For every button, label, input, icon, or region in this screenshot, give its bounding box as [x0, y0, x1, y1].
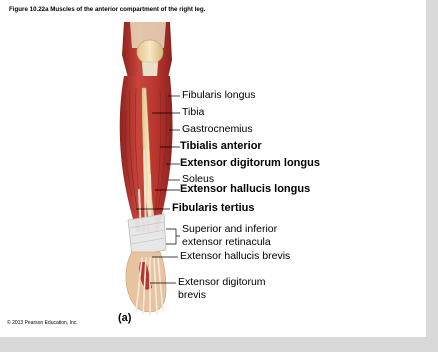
label-retinacula-line1: Superior and inferior	[182, 224, 277, 235]
label-gastrocnemius: Gastrocnemius	[182, 124, 253, 135]
label-tibialis-anterior: Tibialis anterior	[180, 141, 262, 152]
patella	[137, 40, 163, 64]
label-extensor-hallucis-brevis: Extensor hallucis brevis	[180, 251, 290, 262]
label-extensor-digitorum-brevis-line2: brevis	[178, 290, 206, 301]
label-retinacula-line2: extensor retinacula	[182, 237, 271, 248]
copyright-credit: © 2013 Pearson Education, Inc.	[7, 320, 78, 326]
label-extensor-digitorum-brevis-line1: Extensor digitorum	[178, 277, 266, 288]
label-tibia: Tibia	[182, 107, 204, 118]
label-fibularis-longus: Fibularis longus	[182, 90, 256, 101]
figure-slide: Figure 10.22a Muscles of the anterior co…	[0, 0, 426, 337]
panel-label: (a)	[118, 312, 131, 324]
retinacula-band	[128, 214, 166, 256]
label-extensor-digitorum-longus: Extensor digitorum longus	[180, 158, 320, 169]
label-extensor-hallucis-longus: Extensor hallucis longus	[180, 184, 310, 195]
label-fibularis-tertius: Fibularis tertius	[172, 203, 255, 214]
